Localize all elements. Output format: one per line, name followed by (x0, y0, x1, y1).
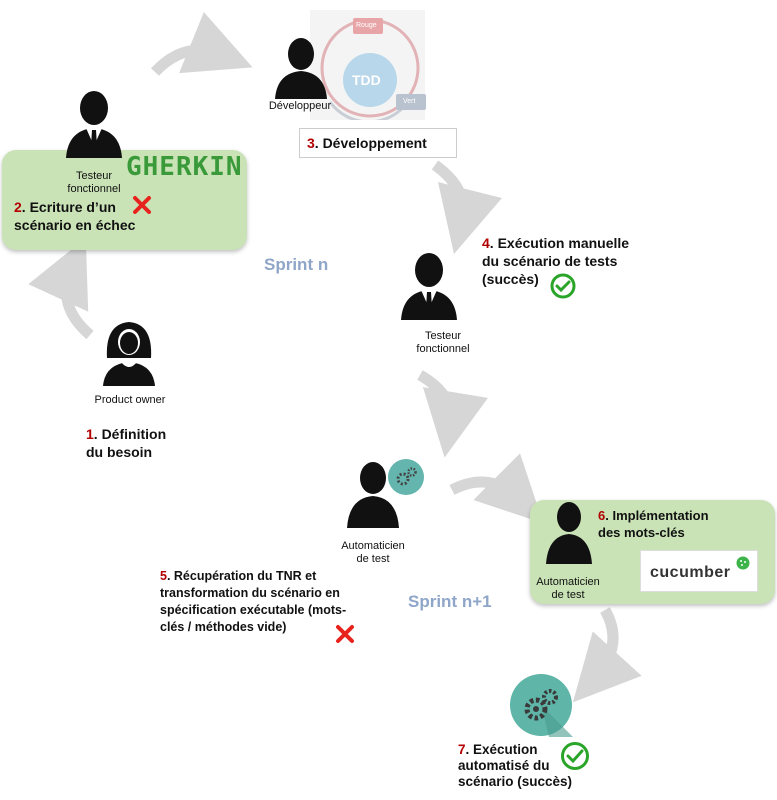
success-check-icon-4 (550, 273, 576, 299)
step-7-line-3: scénario (succès) (458, 774, 573, 789)
step-1-line-1: 1. Définition (86, 425, 166, 443)
step-2-line-1: 2. Ecriture d’un (14, 198, 135, 216)
step-7-number: 7 (458, 742, 466, 757)
tdd-cycle-diagram (310, 10, 426, 120)
tester-mid-label-2: fonctionnel (416, 343, 470, 355)
step-5-number: 5 (160, 569, 167, 583)
step-2-text-1: . Ecriture d’un (21, 199, 116, 215)
sprint-n1-label: Sprint n+1 (408, 592, 492, 611)
developer-label: Développeur (268, 100, 332, 112)
step-3: 3. Développement (307, 134, 427, 152)
tester-mid-label-1: Testeur (424, 330, 462, 342)
step-1-text-1: . Définition (93, 426, 167, 442)
automation-gears-icon (510, 674, 573, 737)
automator-2-label-2: de test (551, 589, 585, 601)
arrow-po-to-gherkin (28, 238, 94, 340)
step-6: 6. Implémentation des mots-clés (598, 507, 709, 541)
step-4-line-2: du scénario de tests (482, 253, 618, 269)
step-3-number: 3 (307, 135, 315, 151)
arrow-tester-to-automator (417, 370, 488, 458)
tester-mid-label: Testeur fonctionnel (395, 330, 491, 356)
arrow-cucumber-to-gears (572, 607, 642, 703)
tester-top-label-1: Testeur (75, 170, 113, 182)
step-4: 4. Exécution manuelle du scénario de tes… (482, 234, 629, 288)
step-7-line-1: 7. Exécution (458, 742, 572, 758)
step-4-line-1: 4. Exécution manuelle (482, 234, 629, 252)
step-2-number: 2 (14, 199, 22, 215)
success-check-icon-7 (561, 742, 589, 770)
automator-1-label: Automaticien de test (325, 540, 421, 566)
step-4-number: 4 (482, 235, 490, 251)
developer-icon (275, 38, 327, 99)
arrow-dev-to-tester (431, 160, 503, 255)
step-1-number: 1 (86, 426, 94, 442)
automator-1-label-1: Automaticien (341, 540, 405, 552)
step-1: 1. Définition du besoin (86, 425, 166, 461)
arrow-gherkin-to-dev (150, 12, 253, 76)
step-6-line-1: 6. Implémentation (598, 507, 709, 524)
step-1-line-2: du besoin (86, 444, 153, 460)
step-3-box (299, 128, 457, 158)
step-2: 2. Ecriture d’un scénario en échec (14, 198, 135, 234)
tdd-red-label: Rouge (356, 22, 377, 29)
gherkin-logo: GHERKIN (126, 152, 243, 182)
gherkin-box (2, 150, 247, 250)
tester-top-label-2: fonctionnel (67, 183, 121, 195)
product-owner-label: Product owner (94, 394, 166, 406)
tdd-label: TDD (352, 72, 381, 88)
automator-1-label-2: de test (356, 553, 390, 565)
tdd-green-label: Vert (403, 98, 416, 105)
sprint-n-label: Sprint n (264, 255, 329, 274)
step-5-line-1: 5. Récupération du TNR et (160, 568, 346, 585)
step-7-text-1: . Exécution (465, 742, 538, 757)
step-7-line-2: automatisé du (458, 758, 550, 773)
step-4-line-3: (succès) (482, 271, 539, 287)
automator-2-label-1: Automaticien (536, 576, 600, 588)
step-5-line-4: clés / méthodes vide) (160, 620, 287, 634)
automator-2-icon (546, 502, 592, 564)
fail-cross-icon-5 (336, 625, 354, 643)
automator-2-label: Automaticien de test (520, 576, 616, 602)
step-5-line-2: transformation du scénario en (160, 586, 340, 600)
cucumber-icon (736, 556, 750, 570)
fail-cross-icon-2 (133, 196, 151, 214)
tester-mid-icon (401, 253, 457, 320)
product-owner-icon (103, 322, 155, 386)
step-3-text: . Développement (314, 135, 427, 151)
step-5: 5. Récupération du TNR et transformation… (160, 568, 346, 636)
cucumber-logo: cucumber (650, 564, 731, 581)
step-2-line-2: scénario en échec (14, 217, 136, 233)
arrow-automator-to-cucumber (449, 453, 544, 524)
step-6-number: 6 (598, 508, 606, 523)
cucumber-logo-box (640, 550, 758, 592)
tester-top-icon (66, 91, 122, 158)
step-6-line-2: des mots-clés (598, 525, 685, 540)
step-5-text-1: . Récupération du TNR et (166, 569, 317, 583)
step-5-line-3: spécification exécutable (mots- (160, 603, 347, 617)
gear-badge-icon (388, 459, 424, 495)
automator-1-icon (347, 462, 399, 528)
step-6-text-1: . Implémentation (605, 508, 709, 523)
step-4-text-1: . Exécution manuelle (489, 235, 630, 251)
tester-top-label: Testeur fonctionnel (46, 170, 142, 196)
step-7: 7. Exécution automatisé du scénario (suc… (458, 742, 572, 790)
